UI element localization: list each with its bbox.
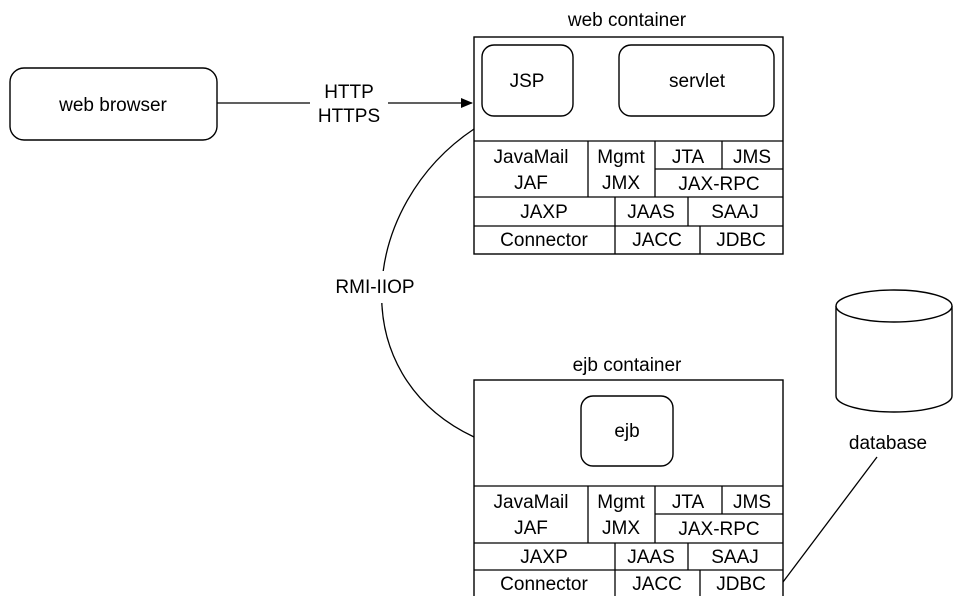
service-jaas: JAAS <box>627 547 675 568</box>
service-saaj: SAAJ <box>711 547 759 568</box>
jsp-component: JSP <box>481 44 574 117</box>
service-jta: JTA <box>672 147 705 168</box>
servlet-component: servlet <box>618 44 775 117</box>
ejb-component: ejb <box>580 395 674 467</box>
web-container-title: web container <box>567 10 687 31</box>
database-label: database <box>849 433 927 454</box>
service-connector: Connector <box>500 230 588 251</box>
service-connector: Connector <box>500 574 588 595</box>
service-mgmt: Mgmt <box>597 492 645 513</box>
service-saaj: SAAJ <box>711 202 759 223</box>
database-node: database <box>782 289 953 583</box>
service-jta: JTA <box>672 492 705 513</box>
service-jdbc: JDBC <box>716 230 766 251</box>
service-jacc: JACC <box>632 230 682 251</box>
ejb-services-grid: JavaMail JAF Mgmt JMX JTA JMS JAX-RPC JA… <box>474 485 783 596</box>
service-jmx: JMX <box>602 173 640 194</box>
ejb-container: ejb container ejb JavaMail JAF Mgmt JMX … <box>473 355 784 596</box>
service-jms: JMS <box>733 147 771 168</box>
service-jaf: JAF <box>514 518 548 539</box>
service-jms: JMS <box>733 492 771 513</box>
rmi-iiop-connector: RMI-IIOP <box>328 128 475 438</box>
service-jacc: JACC <box>632 574 682 595</box>
service-javamail: JavaMail <box>494 492 569 513</box>
http-connector: HTTP HTTPS <box>217 82 473 127</box>
servlet-label: servlet <box>669 71 726 92</box>
http-label: HTTP <box>324 82 374 103</box>
https-label: HTTPS <box>318 106 380 127</box>
service-jaxp: JAXP <box>520 202 568 223</box>
service-jaxp: JAXP <box>520 547 568 568</box>
web-services-grid: JavaMail JAF Mgmt JMX JTA JMS JAX-RPC JA… <box>474 140 783 254</box>
service-mgmt: Mgmt <box>597 147 645 168</box>
service-jax-rpc: JAX-RPC <box>678 519 759 540</box>
database-cylinder-icon <box>835 289 953 413</box>
jsp-label: JSP <box>510 71 545 92</box>
service-jax-rpc: JAX-RPC <box>678 174 759 195</box>
service-jdbc: JDBC <box>716 574 766 595</box>
service-javamail: JavaMail <box>494 147 569 168</box>
ejb-container-title: ejb container <box>573 355 682 376</box>
web-container: web container JSP servlet JavaMail JAF M… <box>473 10 784 255</box>
web-browser-node: web browser <box>9 67 218 141</box>
service-jaas: JAAS <box>627 202 675 223</box>
ejb-label: ejb <box>614 421 639 442</box>
service-jaf: JAF <box>514 173 548 194</box>
service-jmx: JMX <box>602 518 640 539</box>
jdbc-database-link <box>782 456 878 583</box>
web-browser-label: web browser <box>58 95 167 116</box>
rmi-iiop-label: RMI-IIOP <box>335 277 414 298</box>
